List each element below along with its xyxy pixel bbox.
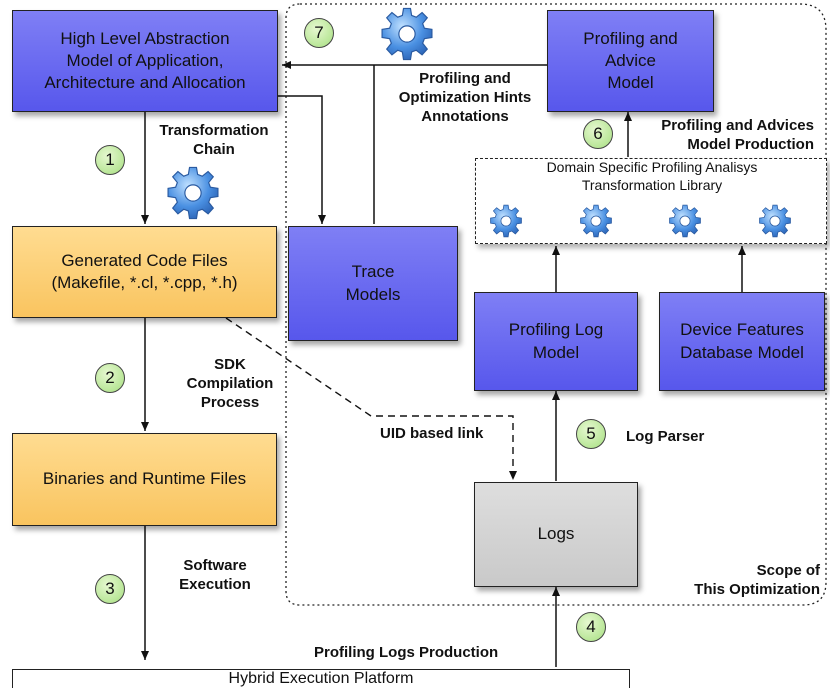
step-badge-5: 5 <box>576 419 606 449</box>
label-profiling-hints: Profiling and Optimization Hints Annotat… <box>398 70 532 125</box>
uid-link <box>225 317 517 480</box>
node-hybrid-execution-platform: Hybrid Execution Platform <box>12 669 630 688</box>
node-profiling-advice-model: Profiling and Advice Model <box>547 10 714 112</box>
gear-icon <box>164 164 222 222</box>
gear-icon <box>488 203 524 239</box>
node-device-features-model: Device Features Database Model <box>659 292 825 391</box>
node-binaries-runtime: Binaries and Runtime Files <box>12 433 277 526</box>
step-badge-3: 3 <box>95 574 125 604</box>
node-profiling-log-model: Profiling Log Model <box>474 292 638 391</box>
arrow-to-trace <box>278 95 326 224</box>
node-trace-models: Trace Models <box>288 226 458 341</box>
label-log-parser: Log Parser <box>626 428 705 445</box>
label-advices-production: Profiling and Advices Model Production <box>661 117 814 153</box>
gear-icon <box>578 203 614 239</box>
gear-icon <box>757 203 793 239</box>
step-badge-2: 2 <box>95 363 125 393</box>
label-uid-link: UID based link <box>380 425 484 442</box>
label-software-execution: Software Execution <box>179 557 251 593</box>
label-logs-production: Profiling Logs Production <box>314 644 499 661</box>
step-badge-1: 1 <box>95 145 125 175</box>
node-generated-code-files: Generated Code Files (Makefile, *.cl, *.… <box>12 226 277 318</box>
step-badge-7: 7 <box>304 18 334 48</box>
label-transformation-chain: Transformation Chain <box>159 122 269 158</box>
gear-icon <box>667 203 703 239</box>
transformation-library-title: Domain Specific Profiling Analisys Trans… <box>546 159 758 194</box>
node-logs: Logs <box>474 482 638 587</box>
label-sdk-compilation: SDK Compilation Process <box>186 356 274 411</box>
node-high-level-model: High Level Abstraction Model of Applicat… <box>12 10 278 112</box>
gear-icon <box>378 5 436 63</box>
label-scope: Scope of This Optimization <box>694 562 820 598</box>
step-badge-4: 4 <box>576 612 606 642</box>
step-badge-6: 6 <box>583 119 613 149</box>
